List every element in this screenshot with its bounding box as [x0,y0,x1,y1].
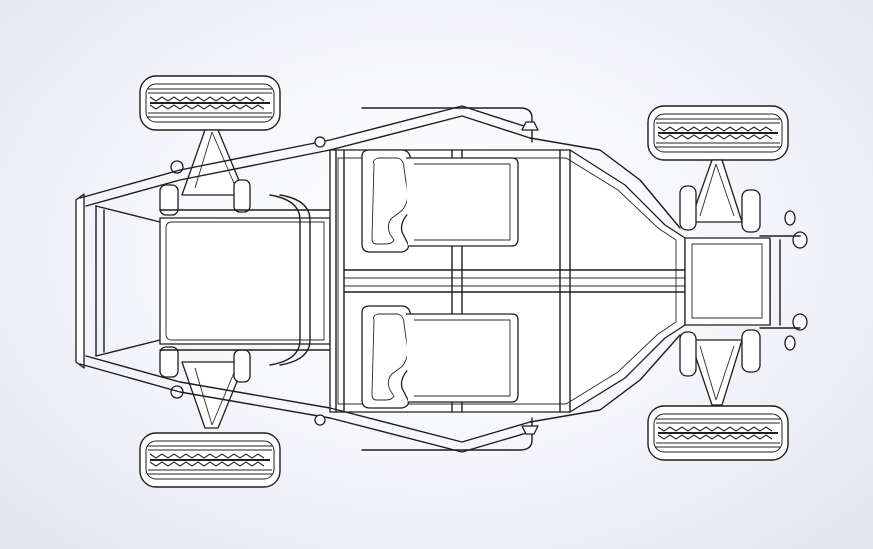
front-frame-box [684,237,771,326]
front-right-tire [647,405,789,461]
rear-right-tire [139,432,281,488]
roll-cage-tubes [314,105,681,453]
right-seat [361,305,519,409]
front-left-tire [647,105,789,161]
engine-bay [159,194,331,366]
rear-bumper-hoop [75,139,331,419]
rear-left-tire [139,75,281,131]
left-seat [361,149,519,253]
